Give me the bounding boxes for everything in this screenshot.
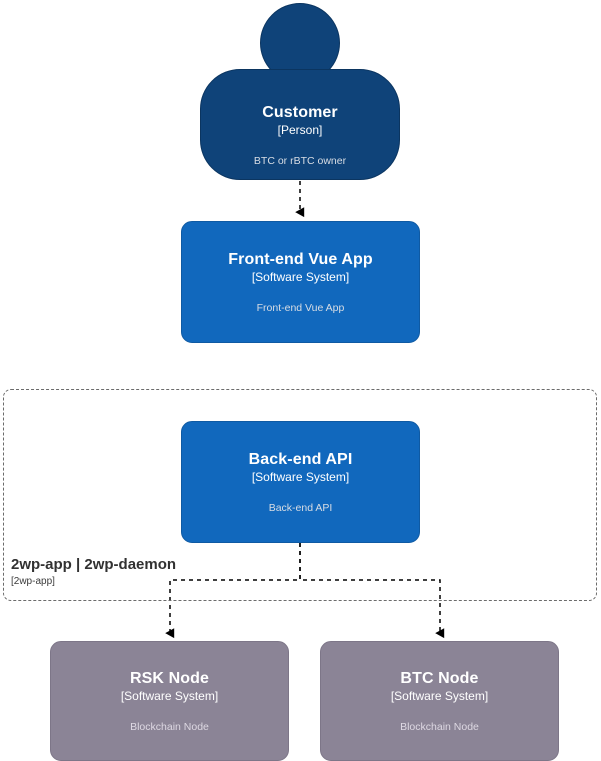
boundary-2wp-app bbox=[3, 389, 597, 601]
node-backend-stereotype: [Software System] bbox=[251, 469, 350, 484]
node-customer[interactable]: Customer [Person] BTC or rBTC owner bbox=[200, 3, 400, 180]
node-frontend-stereotype: [Software System] bbox=[251, 269, 350, 284]
node-btc-stereotype: [Software System] bbox=[390, 688, 489, 703]
node-customer-title: Customer bbox=[262, 104, 338, 121]
node-customer-description: BTC or rBTC owner bbox=[253, 155, 347, 167]
node-btc-node[interactable]: BTC Node [Software System] Blockchain No… bbox=[320, 641, 559, 761]
node-rsk-node[interactable]: RSK Node [Software System] Blockchain No… bbox=[50, 641, 289, 761]
node-rsk-title: RSK Node bbox=[129, 669, 210, 687]
node-frontend-description: Front-end Vue App bbox=[256, 301, 345, 314]
node-rsk-stereotype: [Software System] bbox=[120, 688, 219, 703]
node-rsk-description: Blockchain Node bbox=[130, 720, 209, 733]
node-btc-description: Blockchain Node bbox=[400, 720, 479, 733]
boundary-name: 2wp-app | 2wp-daemon bbox=[11, 556, 177, 573]
node-customer-stereotype: [Person] bbox=[277, 123, 323, 137]
boundary-type: [2wp-app] bbox=[11, 576, 55, 587]
node-btc-title: BTC Node bbox=[400, 669, 479, 687]
boundary-label-group: 2wp-app | 2wp-daemon [2wp-app] bbox=[11, 556, 176, 588]
node-frontend-title: Front-end Vue App bbox=[228, 250, 373, 268]
node-frontend-vue-app[interactable]: Front-end Vue App [Software System] Fron… bbox=[181, 221, 420, 343]
node-backend-title: Back-end API bbox=[248, 450, 353, 468]
person-body: Customer [Person] BTC or rBTC owner bbox=[200, 69, 400, 180]
node-backend-api[interactable]: Back-end API [Software System] Back-end … bbox=[181, 421, 420, 543]
node-backend-description: Back-end API bbox=[268, 501, 333, 514]
